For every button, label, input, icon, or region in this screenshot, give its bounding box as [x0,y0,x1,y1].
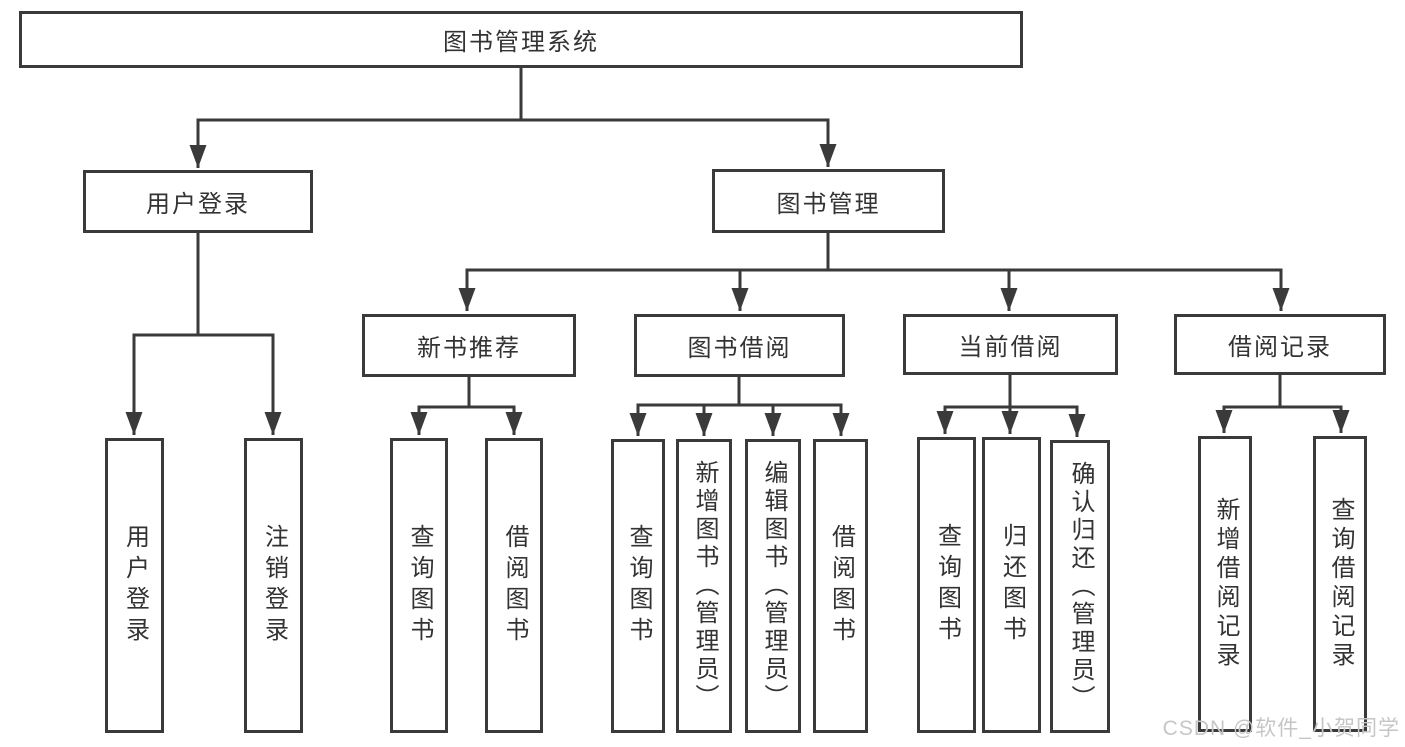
node-leaf-edit-book: 编辑图书（管理员） [745,439,801,733]
node-current-borrow: 当前借阅 [903,314,1118,375]
node-leaf-add-book: 新增图书（管理员） [676,439,732,733]
node-leaf-borrow-book-2: 借阅图书 [813,439,868,733]
node-leaf-user-login: 用户登录 [105,438,164,733]
node-borrow-records: 借阅记录 [1174,314,1386,375]
node-leaf-confirm-return: 确认归还（管理员） [1050,440,1110,733]
node-book-mgmt: 图书管理 [712,169,945,233]
node-leaf-add-record: 新增借阅记录 [1198,436,1252,732]
csdn-watermark: CSDN @软件_小贺同学 [1162,717,1400,740]
node-leaf-logout: 注销登录 [244,438,303,733]
node-new-book-rec: 新书推荐 [362,314,576,377]
node-leaf-query-book-3: 查询图书 [917,437,976,733]
node-user-login: 用户登录 [83,170,313,233]
node-leaf-return-book: 归还图书 [982,437,1041,733]
node-leaf-borrow-book-1: 借阅图书 [485,438,543,733]
node-leaf-query-record: 查询借阅记录 [1313,436,1367,732]
node-leaf-query-book-1: 查询图书 [390,438,448,733]
node-root: 图书管理系统 [19,11,1023,68]
node-book-borrow: 图书借阅 [634,314,845,377]
node-leaf-query-book-2: 查询图书 [611,439,665,733]
